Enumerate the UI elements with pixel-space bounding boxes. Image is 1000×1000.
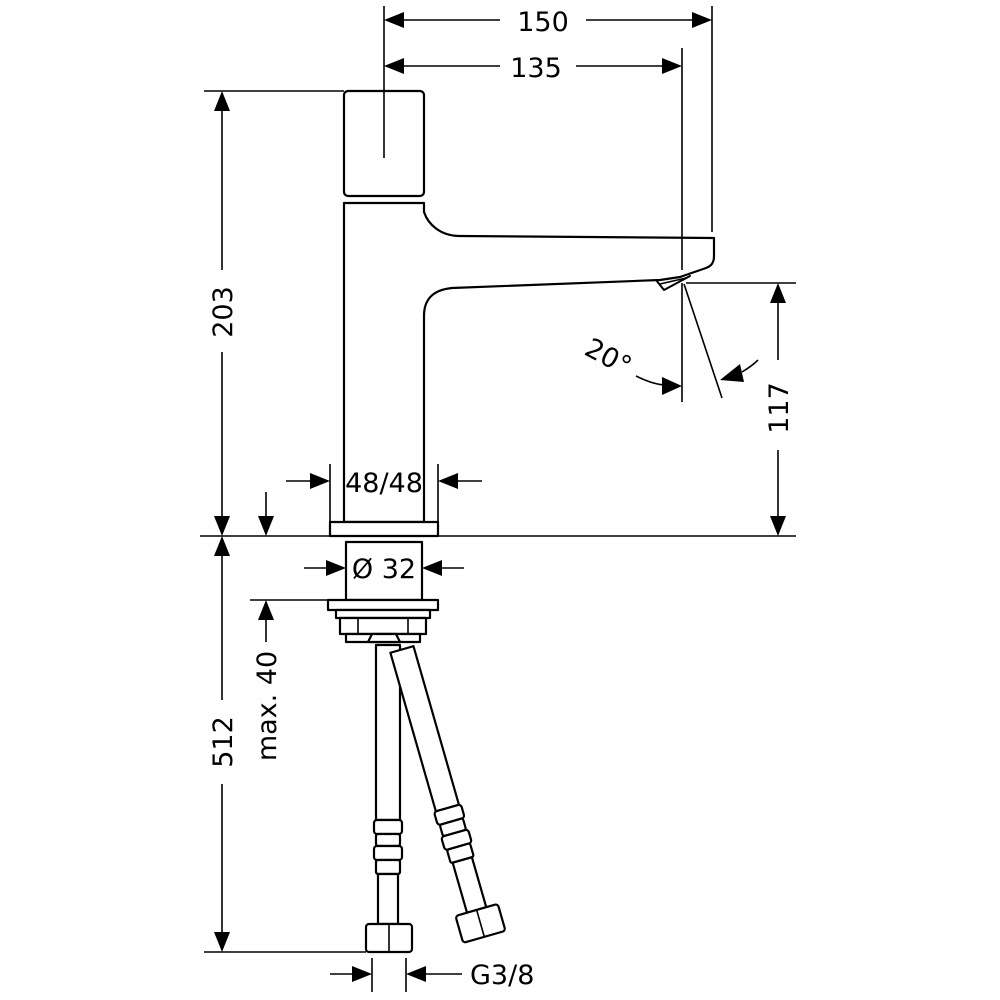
dim-spout-reach: 135 bbox=[384, 48, 683, 270]
mounting-shank bbox=[344, 540, 424, 602]
faucet-body bbox=[342, 89, 716, 524]
label-135: 135 bbox=[510, 53, 562, 84]
label-203: 203 bbox=[208, 286, 239, 338]
faucet-base bbox=[326, 520, 440, 644]
label-48-48: 48/48 bbox=[345, 468, 423, 499]
label-20-degrees: 20° bbox=[580, 333, 637, 383]
supply-hoses bbox=[364, 643, 506, 954]
label-512: 512 bbox=[208, 716, 239, 768]
label-max-40: max. 40 bbox=[252, 651, 283, 761]
label-diameter-32: Ø 32 bbox=[352, 554, 416, 585]
label-117: 117 bbox=[764, 382, 795, 434]
dim-max-deck-thickness: max. 40 bbox=[250, 492, 328, 761]
dim-height: 203 bbox=[204, 90, 344, 536]
dim-hose-length: 512 bbox=[204, 536, 366, 953]
dim-connection-thread: G3/8 bbox=[330, 958, 534, 992]
faucet-spout bbox=[342, 201, 716, 524]
dim-overall-reach: 150 bbox=[383, 6, 713, 232]
dim-shank-diameter: Ø 32 bbox=[304, 554, 464, 585]
dim-spray-angle: 20° bbox=[580, 283, 759, 402]
label-150: 150 bbox=[517, 7, 569, 38]
label-g3-8: G3/8 bbox=[470, 960, 534, 991]
dim-base-size: 48/48 bbox=[286, 464, 482, 522]
dim-spout-height: 117 bbox=[686, 282, 796, 536]
